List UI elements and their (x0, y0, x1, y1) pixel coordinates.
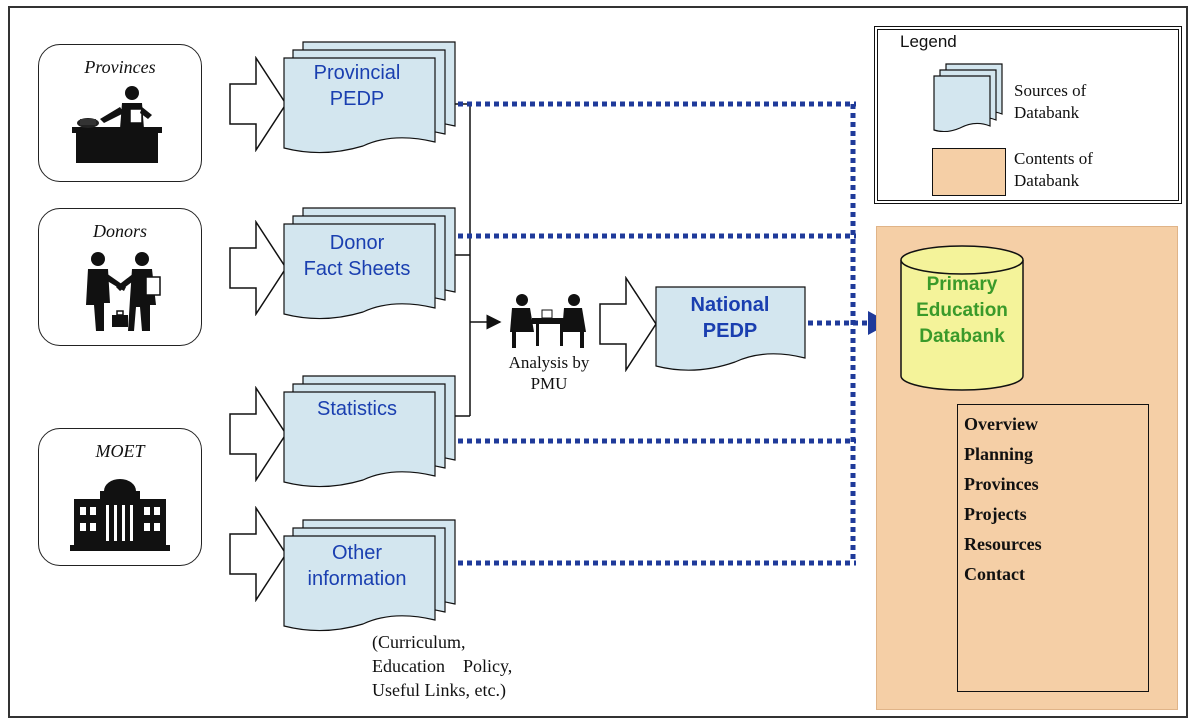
actor-donors: Donors (38, 208, 202, 346)
menu-item-overview[interactable]: Overview (964, 414, 1038, 434)
dotted-flow-lines (440, 101, 870, 566)
stacked-doc-icon (283, 41, 456, 154)
analysis-label: Analysis by PMU (508, 353, 590, 393)
person-at-desk-icon (72, 86, 162, 163)
actor-moet: MOET (38, 428, 202, 566)
legend-sources-swatch (933, 63, 1003, 132)
stacked-doc-icon (283, 207, 456, 320)
source-doc-label: Other information (307, 542, 407, 590)
source-doc-statistics: Statistics (283, 374, 456, 488)
actor-label: Provinces (84, 57, 156, 77)
source-doc-label: Provincial PEDP (313, 62, 401, 110)
source-doc-label: Donor Fact Sheets (303, 232, 411, 280)
databank-cylinder-icon (900, 245, 1024, 391)
menu-item-projects[interactable]: Projects (964, 504, 1027, 524)
menu-item-resources[interactable]: Resources (964, 534, 1042, 554)
legend-box (874, 26, 1182, 204)
block-arrow-donors (229, 220, 287, 316)
block-arrow-analysis (599, 276, 657, 372)
national-pedp-doc: National PEDP (655, 286, 810, 376)
actor-provinces: Provinces (38, 44, 202, 182)
source-doc-provincial-pedp: Provincial PEDP (283, 40, 456, 154)
block-arrow-provinces (229, 56, 287, 152)
handshake-icon (86, 252, 161, 331)
menu-item-planning[interactable]: Planning (964, 444, 1034, 464)
menu-item-contact[interactable]: Contact (964, 564, 1025, 584)
databank-menu: Overview Planning Provinces Projects Res… (957, 404, 1149, 692)
databank-label: Primary Education Databank (916, 274, 1008, 347)
other-info-note: (Curriculum, Education Policy, Useful Li… (372, 632, 513, 700)
source-doc-donor-fact-sheets: Donor Fact Sheets (283, 206, 456, 320)
menu-item-provinces[interactable]: Provinces (964, 474, 1039, 494)
source-doc-other-information: Other information (283, 518, 456, 632)
block-arrow-moet-statistics (229, 386, 287, 482)
legend-sources-label: Sources of Databank (1014, 81, 1087, 122)
legend-title: Legend (896, 32, 961, 52)
meeting-icon (510, 294, 586, 348)
actor-label: Donors (92, 221, 147, 241)
block-arrow-moet-other (229, 506, 287, 602)
document-icon (655, 286, 806, 371)
government-building-icon (70, 479, 170, 551)
source-doc-label: Statistics (316, 398, 398, 420)
stacked-doc-icon (283, 519, 456, 632)
legend-contents-label: Contents of Databank (1014, 149, 1093, 190)
stacked-doc-icon (283, 375, 456, 488)
legend-contents-swatch (932, 148, 1006, 196)
actor-label: MOET (95, 441, 145, 461)
national-pedp-label: National PEDP (690, 294, 770, 342)
